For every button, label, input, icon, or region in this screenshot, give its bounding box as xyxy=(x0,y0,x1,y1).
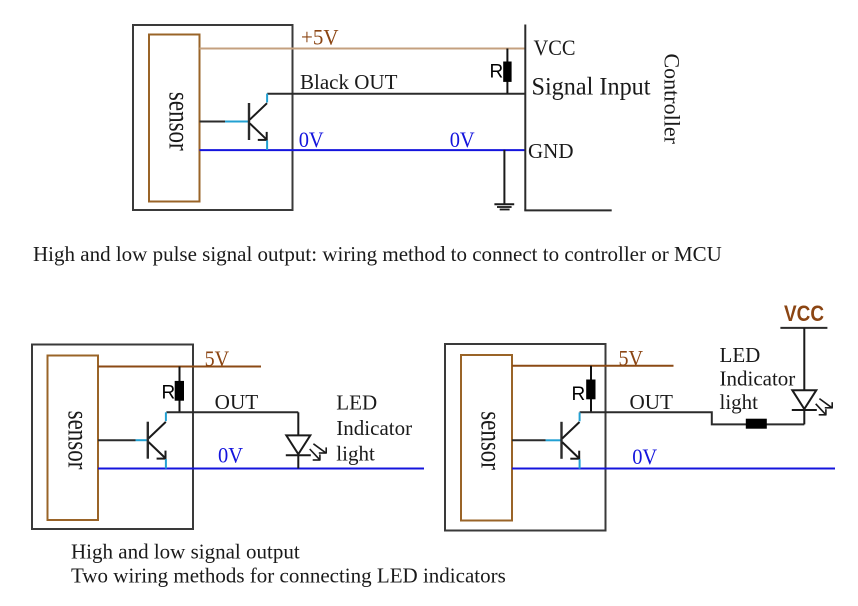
svg-text:+5V: +5V xyxy=(301,24,339,49)
svg-text:OUT: OUT xyxy=(215,390,259,414)
svg-text:5V: 5V xyxy=(619,346,644,371)
svg-text:VCC: VCC xyxy=(784,301,824,326)
svg-text:LED: LED xyxy=(720,343,761,367)
svg-text:Two wiring methods for connect: Two wiring methods for connecting LED in… xyxy=(71,563,506,587)
svg-text:Indicator: Indicator xyxy=(336,416,412,440)
svg-text:light: light xyxy=(720,390,759,414)
svg-text:High and low signal output: High and low signal output xyxy=(71,540,300,564)
svg-text:Signal Input: Signal Input xyxy=(532,74,651,101)
svg-text:0V: 0V xyxy=(218,443,243,468)
svg-text:R: R xyxy=(572,384,586,405)
svg-text:OUT: OUT xyxy=(630,390,674,414)
svg-text:sensor: sensor xyxy=(62,411,94,470)
svg-text:0V: 0V xyxy=(632,444,657,469)
svg-text:LED: LED xyxy=(336,391,377,415)
svg-text:5V: 5V xyxy=(205,346,230,371)
svg-text:GND: GND xyxy=(528,139,574,163)
svg-text:VCC: VCC xyxy=(534,35,576,60)
svg-text:light: light xyxy=(336,442,375,466)
svg-text:sensor: sensor xyxy=(475,411,507,470)
svg-text:R: R xyxy=(490,62,504,83)
svg-text:High and low pulse signal outp: High and low pulse signal output: wiring… xyxy=(33,242,722,266)
svg-text:sensor: sensor xyxy=(163,92,195,151)
svg-text:R: R xyxy=(162,383,176,404)
svg-text:0V: 0V xyxy=(299,127,324,152)
svg-text:Controller: Controller xyxy=(660,53,685,144)
svg-text:Black OUT: Black OUT xyxy=(300,70,398,94)
svg-text:Indicator: Indicator xyxy=(720,366,796,390)
svg-text:0V: 0V xyxy=(450,127,475,152)
